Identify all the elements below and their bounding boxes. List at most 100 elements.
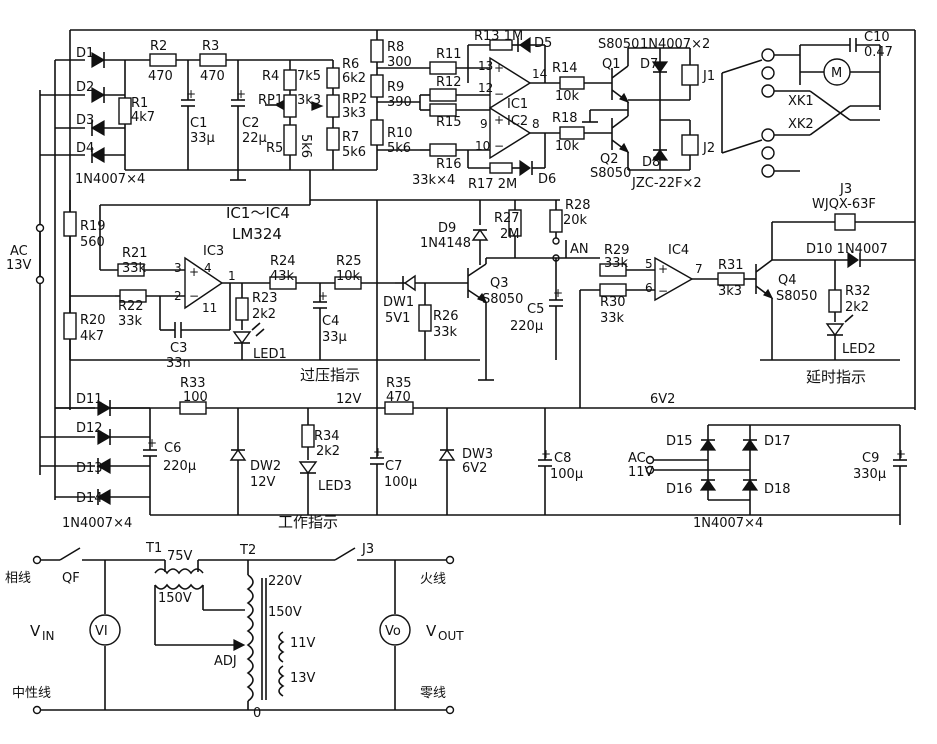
ac-13v-input: AC 13V — [6, 223, 45, 285]
label-d14: D14 — [76, 491, 103, 506]
label-pin8: 8 — [532, 117, 540, 131]
resistors-r14-r18: R14 10k R18 10k — [552, 61, 612, 154]
label-r18: R18 — [552, 111, 578, 126]
transistors-q1-q2: S8050 Q1 Q2 S8050 — [582, 37, 639, 181]
label-r6v: 6k2 — [342, 71, 366, 86]
label-rp1: RP1 — [258, 93, 283, 108]
label-dw3v: 6V2 — [462, 461, 487, 476]
label-ic2: IC2 — [507, 114, 528, 129]
label-j2: J2 — [702, 141, 715, 156]
label-r29: R29 — [604, 243, 630, 258]
label-c5v: 220μ — [510, 319, 543, 334]
label-c6v: 220μ — [163, 459, 196, 474]
supply-c6-dw2: + C6 220μ R33 100 DW2 12V — [143, 376, 281, 515]
label-c7v: 100μ — [384, 475, 417, 490]
label-d13: D13 — [76, 461, 103, 476]
label-t2_11: 11V — [290, 636, 316, 651]
label-s8050_top: S8050 — [598, 37, 639, 52]
svg-text:+: + — [236, 87, 246, 101]
label-p3: 3 — [174, 261, 182, 275]
label-d17: D17 — [764, 434, 791, 449]
label-t1_150: 150V — [158, 591, 192, 606]
label-r34: R34 — [314, 429, 340, 444]
label-p1: 1 — [228, 269, 236, 283]
label-vo_meter: Vo — [385, 624, 401, 639]
label-qf: QF — [62, 571, 80, 586]
label-ac11v: 11V — [628, 465, 654, 480]
label-d16: D16 — [666, 482, 693, 497]
label-ac13: AC — [10, 244, 28, 259]
label-r20v: 4k7 — [80, 329, 104, 344]
label-q3: Q3 — [490, 276, 509, 291]
label-adj: ADJ — [214, 654, 237, 669]
label-r7v: 5k6 — [342, 145, 366, 160]
label-p11: 11 — [202, 301, 217, 315]
label-p7: 7 — [695, 262, 703, 276]
label-q4: Q4 — [778, 273, 797, 288]
comparator-inputs: R11 R12 R15 R16 33k×4 — [377, 47, 490, 188]
label-dw1: DW1 — [383, 295, 414, 310]
label-d2: D2 — [76, 80, 94, 95]
label-r9: R9 — [387, 80, 404, 95]
svg-text:−: − — [189, 289, 199, 303]
label-r10: R10 — [387, 126, 413, 141]
label-r5v: 5k6 — [298, 134, 313, 158]
timer-q3: D9 1N4148 R27 2M Q3 S8050 R28 20k AN + C… — [420, 198, 600, 381]
label-live: 火线 — [420, 572, 446, 587]
divider-r8-r9-r10: R8 300 R9 390 R10 5k6 — [333, 30, 413, 171]
bridge-d11-d14: D11 D12 D13 D14 1N4007×4 — [40, 392, 151, 531]
label-led1: LED1 — [253, 347, 287, 362]
label-r27v: 2M — [500, 227, 520, 242]
svg-text:+: + — [189, 265, 199, 279]
work-led: R34 2k2 LED3 工作指示 — [278, 408, 352, 531]
zener-dw1-r26: DW1 5V1 R26 33k — [383, 274, 468, 360]
label-p4: 4 — [204, 261, 212, 275]
ic4-delay: R29 33k R30 33k 5 6 + − 7 IC4 R31 3k3 — [579, 243, 756, 408]
label-d12: D12 — [76, 421, 103, 436]
label-c1v: 33μ — [190, 131, 215, 146]
label-pin9: 9 — [480, 117, 488, 131]
label-s8050_q2: S8050 — [590, 166, 631, 181]
label-r26v: 33k — [433, 325, 458, 340]
svg-text:+: + — [896, 447, 906, 461]
label-xk1: XK1 — [788, 94, 814, 109]
label-ic4: IC4 — [668, 243, 689, 258]
label-q2: Q2 — [600, 152, 619, 167]
label-d9: D9 — [438, 221, 456, 236]
label-r28v: 20k — [563, 213, 588, 228]
label-d8: D8 — [642, 155, 660, 170]
label-t2_150: 150V — [268, 605, 302, 620]
relay-contacts-motor: M C10 0.47 XK1 XK2 — [721, 30, 893, 178]
label-r23v: 2k2 — [252, 307, 276, 322]
label-r27: R27 — [494, 211, 520, 226]
label-r34v: 2k2 — [316, 444, 340, 459]
label-r30: R30 — [600, 295, 626, 310]
label-vout_v: V — [426, 622, 437, 640]
label-c8: C8 — [554, 451, 571, 466]
label-d11: D11 — [76, 392, 103, 407]
label-wjqx: WJQX-63F — [812, 197, 876, 212]
label-r14: R14 — [552, 61, 578, 76]
label-r4v: 7k5 — [297, 69, 321, 84]
capacitors-c1-c2: + C1 33μ + C2 22μ — [125, 60, 290, 181]
label-jzc: JZC-22F×2 — [631, 176, 702, 191]
label-n4007x2: 1N4007×2 — [640, 37, 710, 52]
label-d18: D18 — [764, 482, 791, 497]
label-c10v: 0.47 — [864, 45, 893, 60]
resistor-r1: R1 4k7 — [118, 95, 155, 128]
label-xk2: XK2 — [788, 117, 814, 132]
label-c6: C6 — [164, 441, 181, 456]
label-ac11: AC — [628, 451, 646, 466]
label-r31v: 3k3 — [718, 284, 742, 299]
label-r23: R23 — [252, 291, 278, 306]
label-r13: R13 1M — [474, 29, 523, 44]
label-zero_tap: 0 — [253, 706, 261, 721]
label-t2: T2 — [239, 543, 256, 558]
label-r19: R19 — [80, 219, 106, 234]
svg-text:+: + — [553, 286, 563, 300]
label-ic1: IC1 — [507, 97, 528, 112]
label-r21: R21 — [122, 246, 148, 261]
label-j3: J3 — [839, 182, 852, 197]
label-neutral_out: 零线 — [420, 686, 446, 701]
label-t1_75: 75V — [167, 549, 193, 564]
